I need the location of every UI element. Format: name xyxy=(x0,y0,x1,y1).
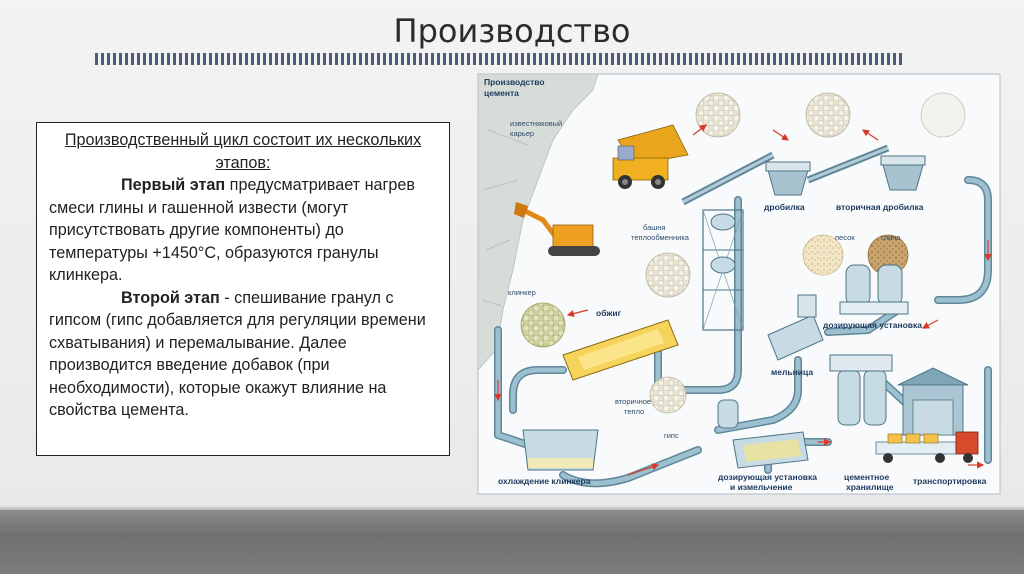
label-crusher: дробилка xyxy=(764,202,805,212)
dump-truck xyxy=(612,124,689,189)
diagram-title-line1: Производство xyxy=(484,77,545,87)
label-firing: обжиг xyxy=(596,308,622,318)
excavator xyxy=(514,202,600,256)
label-quarry-1: известняковый xyxy=(510,119,562,128)
cement-production-diagram: Производство цемента известняковый карье… xyxy=(468,70,1008,500)
floor xyxy=(0,510,1024,574)
label-dosing: дозирующая установка xyxy=(823,320,922,330)
transport-truck xyxy=(875,431,979,463)
stage2-text: - спешивание гранул с гипсом (гипс добав… xyxy=(49,288,426,420)
secondary-crusher xyxy=(880,155,926,191)
label-cement-storage-1: цементное xyxy=(844,472,889,482)
label-tower-1: башня xyxy=(643,223,666,232)
diagram-title-line2: цемента xyxy=(484,88,519,98)
label-gypsum: гипс xyxy=(664,431,679,440)
raw-meal-sample xyxy=(645,252,691,298)
dosing-grinding xyxy=(717,399,809,469)
label-sand: песок xyxy=(835,233,855,242)
cement-storage xyxy=(829,354,893,426)
conveyors xyxy=(681,144,890,206)
stage1-paragraph: Первый этап предусматривает нагрев смеси… xyxy=(49,174,437,287)
label-clay: глина xyxy=(881,233,901,242)
label-clinker-cooling: охлаждение клинкера xyxy=(498,476,591,486)
quarry-cliff xyxy=(477,73,599,372)
crusher xyxy=(765,161,811,196)
stage1-label: Первый этап xyxy=(121,176,226,194)
floor-shadow xyxy=(0,505,1024,513)
clinker-sample xyxy=(520,302,566,348)
title-divider xyxy=(95,53,903,65)
label-secondary-heat-2: тепло xyxy=(624,407,644,416)
dosing-silos xyxy=(839,264,909,315)
clinker-cooler xyxy=(522,429,599,471)
heat-exchanger-tower xyxy=(702,209,744,331)
flow-arrows xyxy=(494,124,992,476)
gypsum-sample xyxy=(649,376,687,414)
stage1-text: предусматривает нагрев смеси глины и гаш… xyxy=(49,176,416,284)
label-dosing-grinding-1: дозирующая установка xyxy=(718,472,817,482)
label-secondary-crusher: вторичная дробилка xyxy=(836,202,924,212)
label-transportation: транспортировка xyxy=(913,476,987,486)
label-mill: мельница xyxy=(771,367,813,377)
rotary-kiln xyxy=(562,319,679,381)
stage2-label: Второй этап xyxy=(121,288,220,307)
label-dosing-grinding-2: и измельчение xyxy=(730,482,793,492)
label-quarry-2: карьер xyxy=(510,129,534,138)
label-cement-storage-2: хранилище xyxy=(846,482,894,492)
text-box-heading: Производственный цикл состоит их несколь… xyxy=(64,131,422,172)
fine-stone-sample xyxy=(805,92,851,138)
text-box: Производственный цикл состоит их несколь… xyxy=(36,122,450,456)
mill xyxy=(767,294,824,361)
crushed-stone-sample xyxy=(695,92,741,138)
label-tower-2: теплообменника xyxy=(631,233,690,242)
warehouse xyxy=(897,367,969,436)
stage2-paragraph: Второй этап - спешивание гранул с гипсом… xyxy=(49,287,437,422)
slide-title: Производство xyxy=(393,12,631,50)
label-clinker: клинкер xyxy=(508,288,536,297)
label-secondary-heat-1: вторичное xyxy=(615,397,651,406)
sand-sample xyxy=(802,234,844,276)
powder-sample xyxy=(920,92,966,138)
